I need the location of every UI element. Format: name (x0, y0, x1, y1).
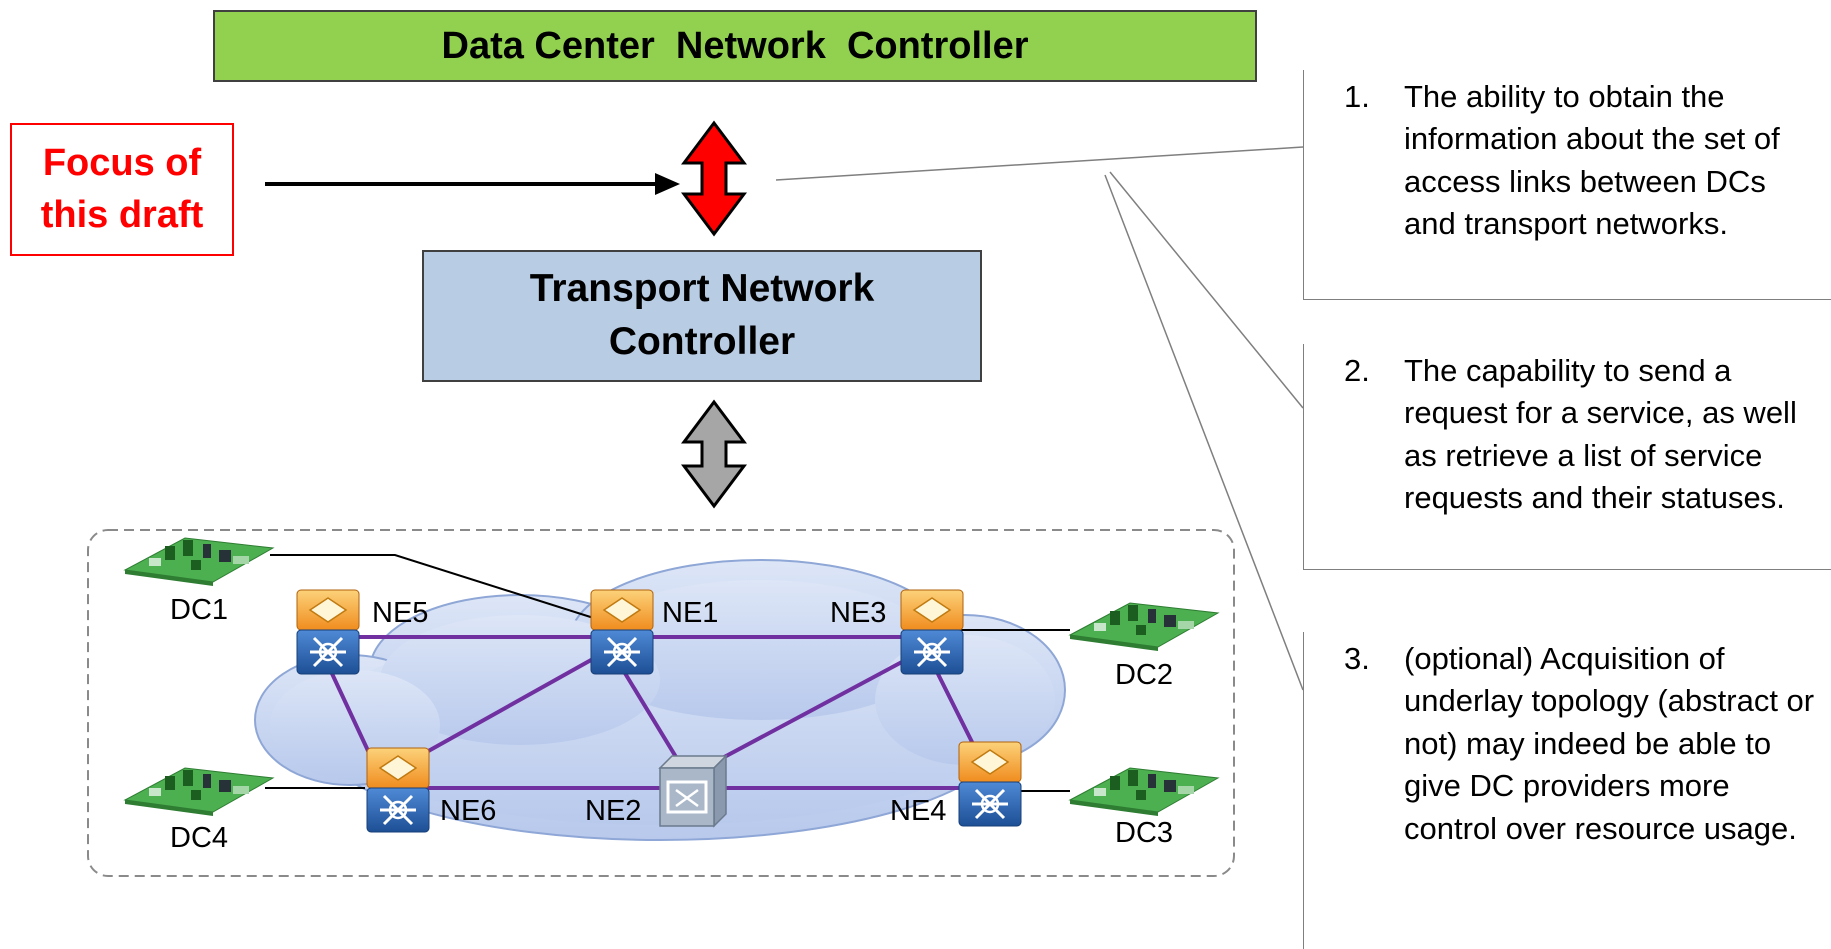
transport-cloud (254, 559, 1066, 841)
link-ne3-ne4 (933, 667, 977, 749)
note-3: 3. (optional) Acquisition of underlay to… (1303, 632, 1831, 949)
note-1: 1. The ability to obtain the information… (1303, 70, 1831, 300)
network-links (310, 635, 977, 790)
ne2-switch-icon (658, 754, 728, 828)
callout-lines (775, 146, 1304, 691)
focus-line2: this draft (40, 193, 204, 236)
focus-line1: Focus of (42, 142, 202, 185)
ne3-label: NE3 (830, 597, 887, 629)
transport-network-controller-box: Transport Network Controller (422, 250, 982, 382)
note-3-text: (optional) Acquisition of underlay topol… (1404, 641, 1815, 846)
dc1-label: DC1 (170, 594, 229, 626)
note-2: 2. The capability to send a request for … (1303, 344, 1831, 570)
dc2-label: DC2 (1115, 659, 1174, 691)
note-1-text: The ability to obtain the information ab… (1404, 79, 1780, 242)
link-dc1-ne1 (270, 554, 601, 621)
red-double-arrow-icon (681, 120, 747, 237)
ne5-label: NE5 (372, 597, 429, 629)
note-1-number: 1. (1344, 79, 1370, 114)
note-2-text: The capability to send a request for a s… (1404, 353, 1797, 516)
transport-controller-line2: Controller (608, 320, 796, 363)
dc4-label: DC4 (170, 822, 229, 854)
dc1-board-icon (124, 537, 274, 587)
ne5-router-icon (295, 588, 361, 676)
focus-box: Focus of this draft (10, 123, 234, 256)
focus-arrow (265, 173, 680, 195)
link-ne2-ne3 (699, 653, 916, 772)
ne1-router-icon (589, 588, 655, 676)
dc-network-controller-label: Data Center Network Controller (441, 24, 1029, 67)
link-ne6-ne1 (397, 653, 601, 770)
gray-double-arrow-icon (681, 399, 747, 509)
ne3-router-icon (899, 588, 965, 676)
ne2-label: NE2 (585, 795, 642, 827)
network-domain-border (87, 529, 1235, 877)
dc3-label: DC3 (1115, 817, 1174, 849)
ne4-label: NE4 (890, 795, 947, 827)
dc2-board-icon (1069, 602, 1219, 652)
transport-controller-line1: Transport Network (529, 267, 875, 311)
note-2-number: 2. (1344, 353, 1370, 388)
link-ne5-ne6 (326, 664, 372, 756)
dc4-board-icon (124, 767, 274, 817)
ne6-label: NE6 (440, 795, 497, 827)
ne4-router-icon (957, 740, 1023, 828)
dc3-board-icon (1069, 767, 1219, 817)
note-3-number: 3. (1344, 641, 1370, 676)
ne1-label: NE1 (662, 597, 719, 629)
ne6-router-icon (365, 746, 431, 834)
dc-network-controller-box: Data Center Network Controller (213, 10, 1257, 82)
